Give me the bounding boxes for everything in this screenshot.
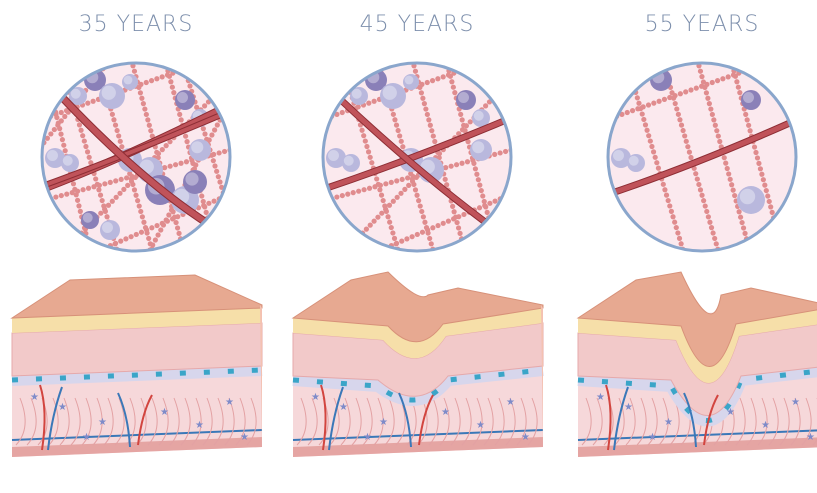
fibroblast-star: ★	[195, 420, 204, 431]
hyaluronic-acid-molecule	[183, 170, 207, 194]
diagram-45: ★ ★ ★ ★ ★ ★ ★ ★	[281, 0, 553, 493]
panel-55-years: 55 YEARS ★★★★★★★★	[566, 0, 817, 493]
hyaluronic-acid-molecule	[81, 211, 99, 229]
fibroblast-star: ★	[58, 402, 67, 413]
fibroblast-star: ★	[664, 417, 673, 428]
fibroblast-star: ★	[363, 432, 372, 443]
hyaluronic-acid-molecule	[100, 220, 120, 240]
hyaluronic-acid-molecule	[175, 90, 195, 110]
fibroblast-star: ★	[791, 397, 800, 408]
hyaluronic-acid-molecule	[380, 83, 406, 109]
fibroblast-star: ★	[506, 397, 515, 408]
fibroblast-star: ★	[624, 402, 633, 413]
microscope-circle	[318, 52, 523, 262]
hyaluronic-acid-molecule	[403, 74, 419, 90]
fibroblast-star: ★	[379, 417, 388, 428]
panel-35-years: 35 YEARS ★★★★★★★★	[0, 0, 272, 493]
fibroblast-star: ★	[311, 392, 320, 403]
diagram-35: ★ ★ ★ ★ ★ ★ ★ ★	[0, 0, 272, 493]
skin-cross-section: ★ ★ ★ ★ ★ ★ ★ ★	[578, 272, 817, 457]
fibroblast-star: ★	[30, 392, 39, 403]
hyaluronic-acid-molecule	[456, 90, 476, 110]
hyaluronic-acid-molecule	[342, 154, 360, 172]
fibroblast-star: ★	[648, 432, 657, 443]
microscope-circle	[27, 52, 242, 262]
microscope-circle	[603, 52, 801, 262]
fibroblast-star: ★	[160, 407, 169, 418]
hyaluronic-acid-molecule	[737, 186, 765, 214]
fibroblast-star: ★	[521, 432, 530, 443]
hyaluronic-acid-molecule	[189, 139, 211, 161]
diagram-55: ★ ★ ★ ★ ★ ★ ★ ★	[566, 0, 817, 493]
panel-45-years: 45 YEARS ★★★★★★★★	[281, 0, 553, 493]
hyaluronic-acid-molecule	[627, 154, 645, 172]
fibroblast-star: ★	[339, 402, 348, 413]
hyaluronic-acid-molecule	[122, 74, 138, 90]
fibroblast-star: ★	[596, 392, 605, 403]
fibroblast-star: ★	[240, 432, 249, 443]
hyaluronic-acid-molecule	[741, 90, 761, 110]
hyaluronic-acid-molecule	[470, 139, 492, 161]
fibroblast-star: ★	[761, 420, 770, 431]
fibroblast-star: ★	[476, 420, 485, 431]
hyaluronic-acid-molecule	[99, 83, 125, 109]
fibroblast-star: ★	[806, 432, 815, 443]
fibroblast-star: ★	[82, 432, 91, 443]
fibroblast-star: ★	[441, 407, 450, 418]
fibroblast-star: ★	[98, 417, 107, 428]
hyaluronic-acid-molecule	[61, 154, 79, 172]
skin-cross-section: ★ ★ ★ ★ ★ ★ ★ ★	[293, 272, 543, 457]
fibroblast-star: ★	[225, 397, 234, 408]
skin-cross-section: ★ ★ ★ ★ ★ ★ ★ ★	[12, 275, 262, 457]
fibroblast-star: ★	[726, 407, 735, 418]
